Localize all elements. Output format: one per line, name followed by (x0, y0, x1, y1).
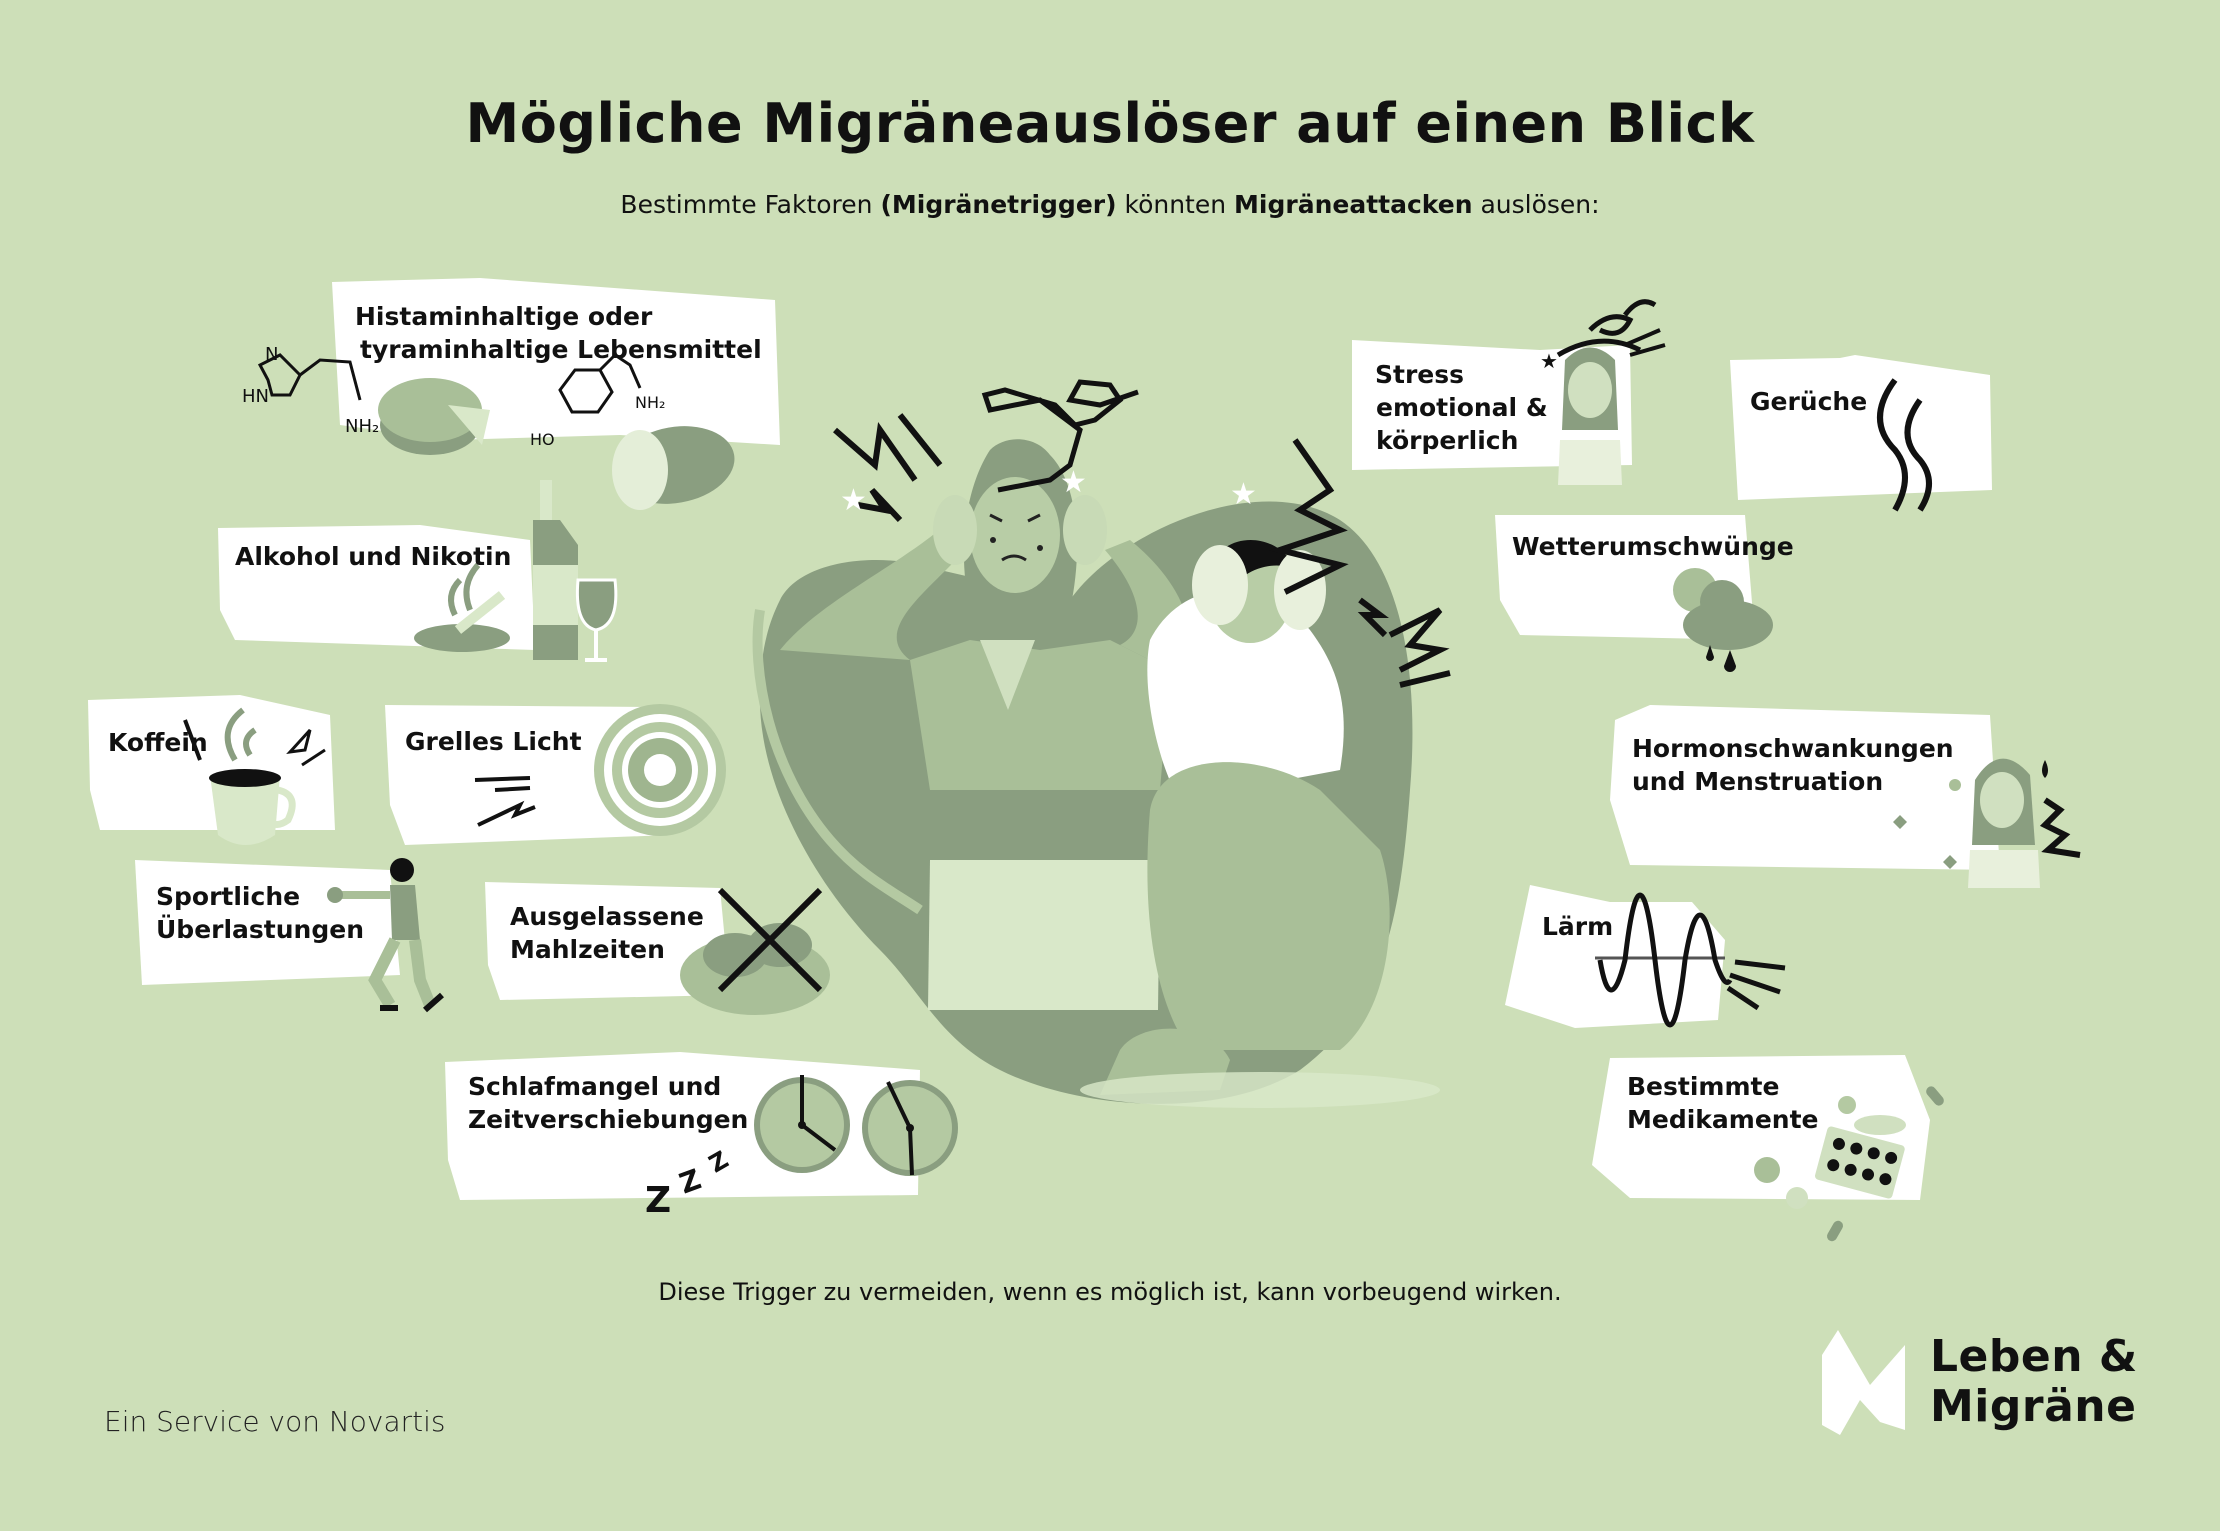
card-background-shape (385, 704, 726, 845)
clock-icon-1 (754, 1075, 850, 1173)
svg-text:★: ★ (1230, 477, 1257, 512)
chem-label-hn: HN (242, 386, 269, 407)
card-background-shape (1592, 1055, 1944, 1242)
subtitle-text: auslösen: (1472, 190, 1600, 219)
trigger-card-gerueche: Gerüche (1720, 340, 2000, 540)
trigger-label-line1: Ausgelassene (510, 902, 704, 931)
chem-label-nh2: NH₂ (345, 416, 379, 437)
pills-icon (1754, 1086, 1944, 1242)
trigger-card-histamin-tyramin: N HN NH₂ HO NH₂ Histaminhaltige oder tyr… (220, 270, 800, 510)
trigger-card-sport: Sportliche Überlastungen (130, 850, 480, 1020)
prevention-note: Diese Trigger zu vermeiden, wenn es mögl… (658, 1278, 1562, 1306)
stressed-woman-icon: ★ (1540, 299, 1666, 485)
chem-label-ho: HO (530, 430, 555, 449)
bright-light-icon (594, 704, 726, 836)
trigger-label: Alkohol und Nikotin (235, 542, 512, 571)
smell-waves-icon (1877, 378, 1932, 512)
trigger-card-laerm: Lärm (1500, 880, 1840, 1050)
logo-mark-icon (1822, 1330, 1905, 1435)
trigger-label-line1: Schlafmangel und (468, 1072, 722, 1101)
trigger-label-line1: Histaminhaltige oder (355, 302, 653, 331)
card-background-shape (445, 1052, 958, 1200)
trigger-label: Koffein (108, 728, 208, 757)
page-subtitle: Bestimmte Faktoren (Migränetrigger) könn… (0, 190, 2220, 219)
card-background-shape (1730, 355, 1992, 512)
card-background-shape (88, 695, 335, 845)
wine-glass-icon (575, 578, 618, 662)
sausage-icon (612, 426, 735, 510)
wine-bottle-icon (533, 480, 578, 660)
trigger-label-line1: Hormonschwankungen (1632, 734, 1954, 763)
ashtray-icon (414, 562, 510, 652)
trigger-card-stress: ★ Stress emotional & körperlich (1340, 290, 1720, 490)
trigger-label-line2: Medikamente (1627, 1105, 1819, 1134)
card-background-shape (1610, 705, 2081, 888)
lightning-lines-icon (474, 776, 536, 827)
svg-text:★: ★ (840, 483, 867, 518)
service-credit: Ein Service von Novartis (104, 1405, 446, 1438)
trigger-label-line3: körperlich (1376, 426, 1519, 455)
trigger-card-alkohol-nikotin: Alkohol und Nikotin (200, 470, 640, 670)
cheese-icon (378, 378, 490, 455)
trigger-card-medikamente: Bestimmte Medikamente (1580, 1040, 1980, 1260)
card-background-shape (485, 882, 830, 1015)
subtitle-text: Bestimmte Faktoren (620, 190, 881, 219)
boxer-icon (327, 858, 444, 1013)
chem-label-n: N (265, 344, 278, 365)
subtitle-text: könnten (1116, 190, 1235, 219)
woman-hormone-icon (1893, 758, 2081, 888)
svg-text:★: ★ (1060, 465, 1087, 500)
sound-wave-icon (1595, 892, 1786, 1028)
trigger-label-line1: Stress (1375, 360, 1465, 389)
trigger-card-hormone: Hormonschwankungen und Menstruation (1590, 700, 2110, 900)
trigger-label-line2: Überlastungen (156, 915, 364, 944)
sleep-z-icon: Z (645, 1180, 672, 1221)
trigger-card-schlaf: Schlafmangel und Zeitverschiebungen Z Z … (440, 1040, 980, 1221)
card-background-shape: ★ (1352, 299, 1666, 485)
skipped-meal-icon (680, 887, 830, 1015)
chem-label-nh2: NH₂ (635, 393, 665, 412)
central-illustration-couple-with-headache: ★ ★ ★ (752, 379, 1451, 1108)
trigger-label-line1: Sportliche (156, 882, 301, 911)
subtitle-bold-migraeneattacken: Migräneattacken (1234, 190, 1473, 219)
card-background-shape (1505, 885, 1786, 1028)
trigger-label: Lärm (1542, 912, 1614, 941)
subtitle-bold-migraenetrigger: (Migränetrigger) (880, 190, 1117, 219)
leben-und-migraene-logo: Leben & Migräne (1810, 1330, 2150, 1450)
clock-icon-2 (862, 1080, 958, 1176)
trigger-label-line2: Mahlzeiten (510, 935, 665, 964)
trigger-label-line2: tyraminhaltige Lebensmittel (360, 335, 762, 364)
card-background-shape (218, 480, 618, 662)
trigger-label-line2: emotional & (1376, 393, 1548, 422)
trigger-card-grelles-licht: Grelles Licht (380, 695, 740, 875)
logo-line1: Leben & (1930, 1331, 2138, 1382)
card-background-shape: N HN NH₂ HO NH₂ (242, 278, 780, 510)
svg-text:★: ★ (1540, 349, 1558, 373)
trigger-label-line2: Zeitverschiebungen (468, 1105, 749, 1134)
logo-line2: Migräne (1930, 1381, 2137, 1432)
trigger-card-mahlzeiten: Ausgelassene Mahlzeiten (480, 870, 840, 1030)
coffee-cup-icon (183, 707, 326, 845)
trigger-label-line1: Bestimmte (1627, 1072, 1780, 1101)
trigger-label: Wetterumschwünge (1512, 532, 1794, 561)
logo-text: Leben & Migräne (1930, 1332, 2138, 1432)
weather-sun-cloud-icon (1673, 568, 1773, 672)
page-title: Mögliche Migräneauslöser auf einen Blick (465, 92, 1755, 155)
trigger-label: Grelles Licht (405, 727, 582, 756)
trigger-label: Gerüche (1750, 387, 1868, 416)
trigger-card-wetter: Wetterumschwünge (1490, 510, 1830, 680)
card-background-shape (1495, 515, 1773, 672)
card-background-shape (135, 858, 444, 1013)
trigger-label-line2: und Menstruation (1632, 767, 1884, 796)
trigger-card-koffein: Koffein (80, 690, 360, 860)
